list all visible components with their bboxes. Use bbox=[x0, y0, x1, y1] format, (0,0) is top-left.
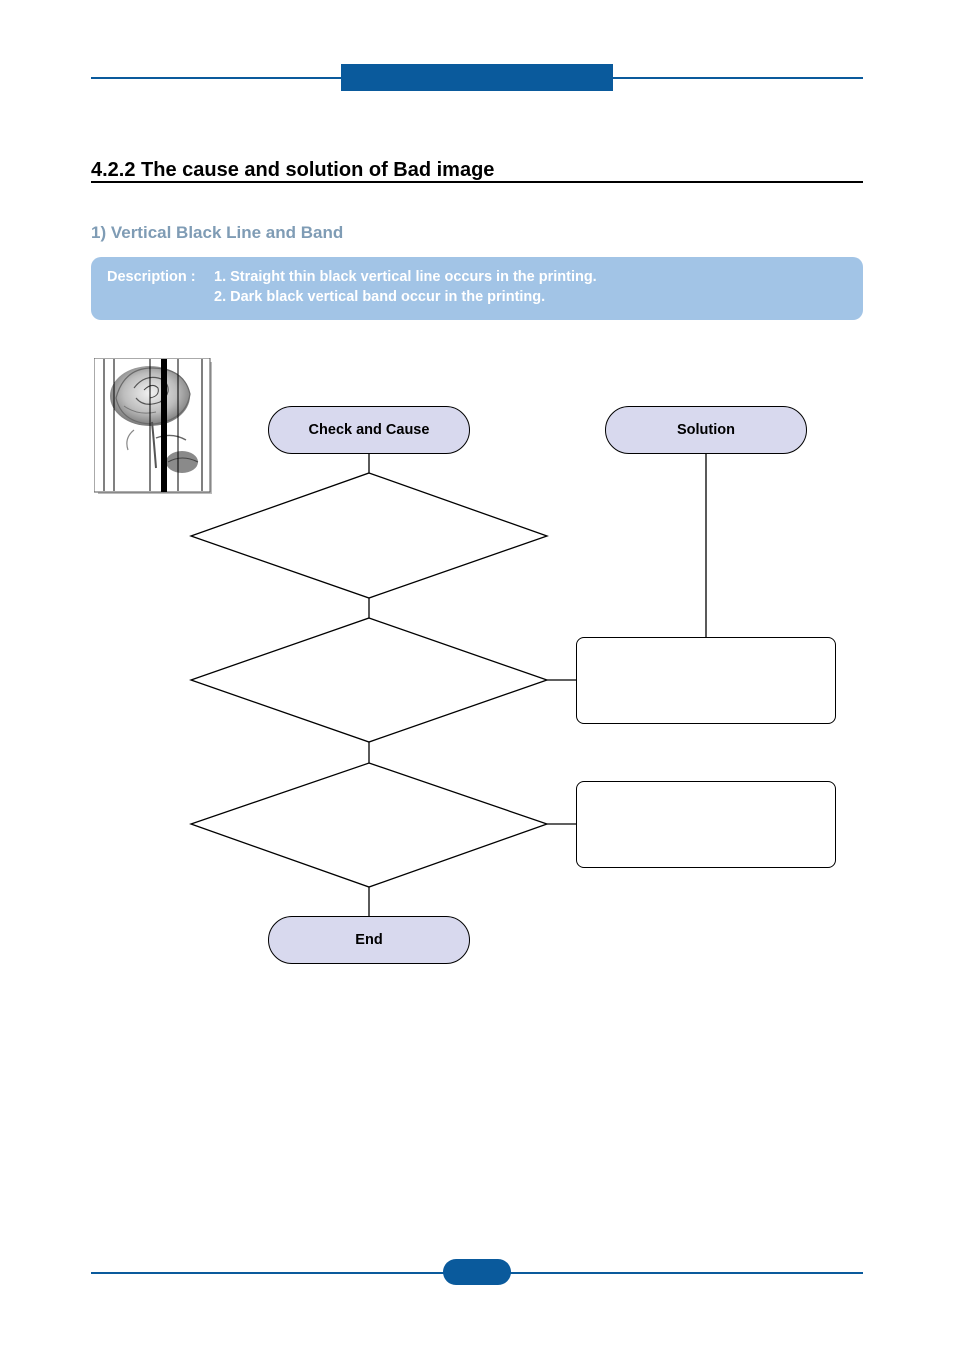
end-terminal: End bbox=[268, 916, 470, 964]
description-box: Description : 1. Straight thin black ver… bbox=[91, 257, 863, 320]
page-number-pill bbox=[443, 1259, 511, 1285]
decision-diamond-2 bbox=[189, 617, 549, 743]
section-title: 4.2.2 The cause and solution of Bad imag… bbox=[91, 159, 495, 181]
decision-diamond-3 bbox=[189, 762, 549, 888]
solution-label: Solution bbox=[677, 422, 735, 438]
description-line-2: 2. Dark black vertical band occur in the… bbox=[214, 289, 546, 305]
solution-box-1 bbox=[576, 637, 836, 724]
header-tab-block bbox=[341, 64, 613, 91]
description-line-1: 1. Straight thin black vertical line occ… bbox=[214, 269, 597, 285]
description-label: Description : bbox=[107, 269, 196, 285]
section-title-underline bbox=[91, 181, 863, 183]
solution-terminal: Solution bbox=[605, 406, 807, 454]
check-and-cause-terminal: Check and Cause bbox=[268, 406, 470, 454]
check-and-cause-label: Check and Cause bbox=[308, 422, 430, 438]
solution-box-2 bbox=[576, 781, 836, 868]
decision-diamond-1 bbox=[189, 472, 549, 599]
sample-print-image bbox=[94, 358, 212, 494]
subsection-title: 1) Vertical Black Line and Band bbox=[91, 223, 344, 242]
end-label: End bbox=[355, 932, 383, 948]
